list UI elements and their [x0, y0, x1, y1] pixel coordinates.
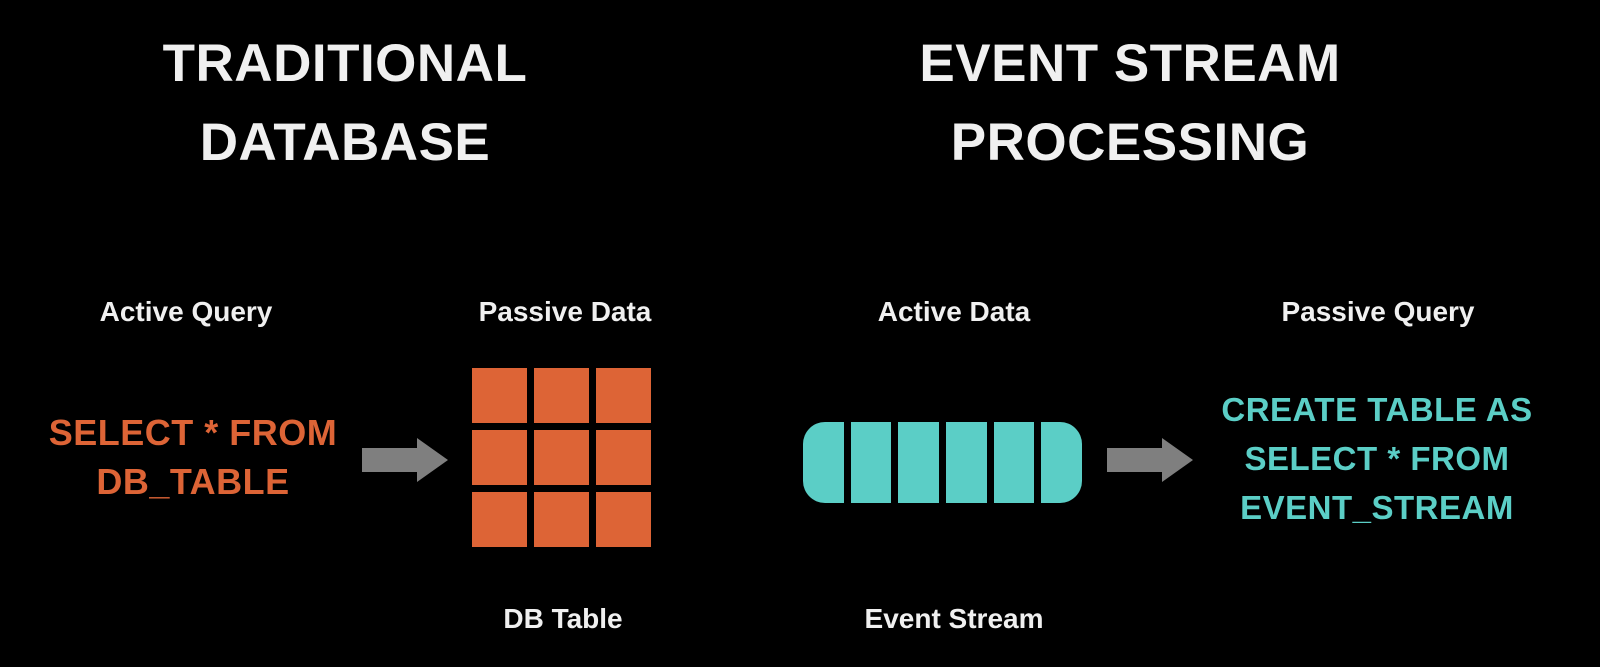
event-stream-processing-title: EVENT STREAM PROCESSING	[880, 24, 1380, 182]
select-query-text: SELECT * FROM DB_TABLE	[23, 408, 363, 506]
db-table-cell	[534, 368, 589, 423]
title-line: TRADITIONAL	[162, 34, 528, 93]
active-data-label: Active Data	[877, 296, 1031, 327]
arrow-right-icon	[362, 438, 448, 482]
event-stream-segment	[850, 422, 892, 503]
event-stream-segment	[898, 422, 940, 503]
sql-line: DB_TABLE	[96, 461, 290, 502]
active-query-label: Active Query	[99, 296, 273, 327]
sql-line: CREATE TABLE AS	[1221, 391, 1533, 428]
title-line: EVENT STREAM	[919, 34, 1341, 93]
sql-line: EVENT_STREAM	[1240, 489, 1514, 526]
db-table-cell	[534, 430, 589, 485]
db-table-cell	[472, 492, 527, 547]
event-stream-segment	[993, 422, 1035, 503]
passive-data-label: Passive Data	[478, 296, 652, 327]
db-table-cell	[596, 430, 651, 485]
event-stream-pill	[803, 422, 1082, 503]
event-stream-label: Event Stream	[864, 603, 1044, 634]
title-line: PROCESSING	[950, 113, 1310, 172]
title-line: DATABASE	[199, 113, 491, 172]
sql-line: SELECT * FROM	[48, 412, 338, 453]
db-table-cell	[534, 492, 589, 547]
arrow-right-icon	[1107, 438, 1193, 482]
db-table-cell	[596, 368, 651, 423]
db-table-cell	[472, 430, 527, 485]
create-table-query-text: CREATE TABLE AS SELECT * FROM EVENT_STRE…	[1217, 385, 1537, 532]
event-stream-segment	[946, 422, 987, 503]
passive-query-label: Passive Query	[1281, 296, 1475, 327]
event-stream-segment	[1041, 422, 1082, 503]
db-table-label: DB Table	[503, 603, 623, 634]
sql-line: SELECT * FROM	[1244, 440, 1510, 477]
event-stream-segment	[803, 422, 844, 503]
db-table-grid	[472, 368, 651, 547]
db-table-cell	[472, 368, 527, 423]
traditional-database-title: TRADITIONAL DATABASE	[95, 24, 595, 182]
db-table-cell	[596, 492, 651, 547]
